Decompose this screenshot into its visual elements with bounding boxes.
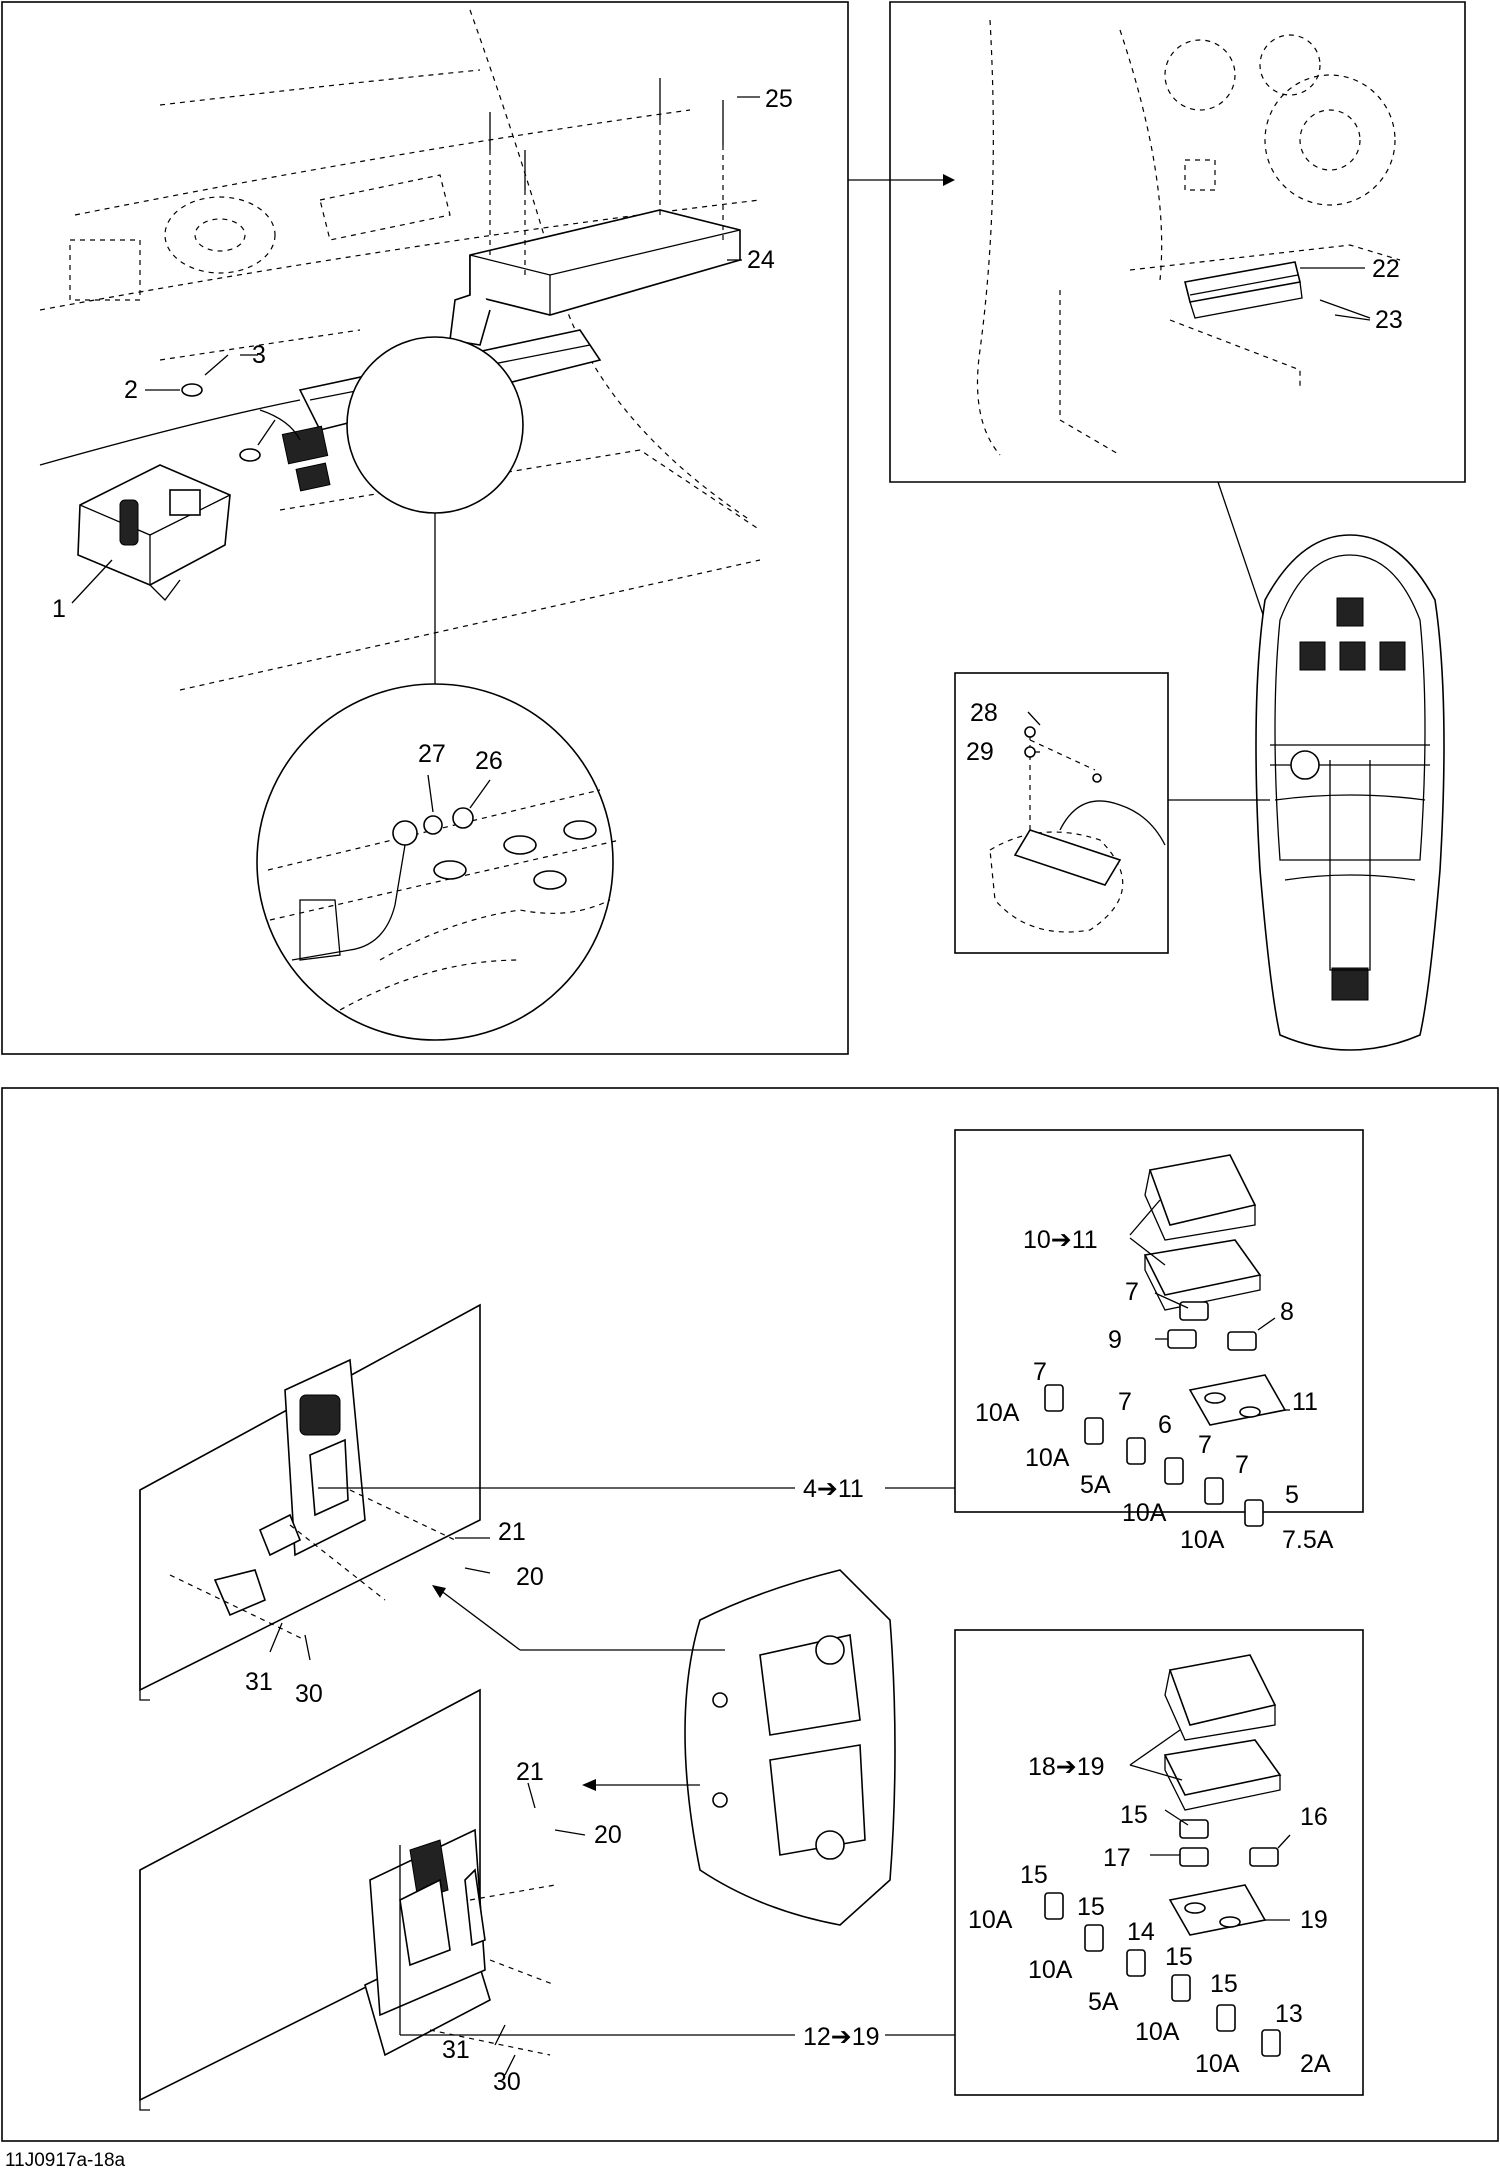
washer-2 — [181, 383, 203, 397]
callout-7d: 7 — [1198, 1431, 1212, 1459]
boat-top-view — [1168, 534, 1445, 1051]
callout-9: 9 — [1108, 1326, 1122, 1354]
callout-10a-6: 10A — [1028, 1956, 1073, 1984]
callout-10a-7: 10A — [1135, 2018, 1180, 2046]
callout-22: 22 — [1372, 255, 1400, 283]
callout-17: 17 — [1103, 1844, 1131, 1872]
callout-5a-2: 5A — [1088, 1988, 1119, 2016]
callout-10a-1: 10A — [975, 1399, 1020, 1427]
callout-8: 8 — [1280, 1298, 1294, 1326]
callout-15d: 15 — [1165, 1943, 1193, 1971]
reference-code: 11J0917a-18a — [5, 2150, 126, 2171]
panel-dashboard-fuse-box — [1, 1, 849, 1055]
lower-fuse-holder — [364, 1828, 556, 2057]
callout-7a: 7 — [1125, 1278, 1139, 1306]
callout-25: 25 — [765, 85, 793, 113]
callout-10-to-11: 10➔11 — [1023, 1226, 1098, 1254]
inset-ground-terminal — [954, 672, 1169, 954]
callout-11: 11 — [1292, 1388, 1318, 1416]
panel-helm-location — [848, 1, 1466, 651]
callout-18-to-19: 18➔19 — [1028, 1753, 1105, 1781]
callout-10a-3: 10A — [1122, 1499, 1167, 1527]
callout-15b: 15 — [1020, 1861, 1048, 1889]
callout-2: 2 — [124, 376, 138, 404]
detail-magnifier-small — [346, 336, 524, 514]
callout-15a: 15 — [1120, 1801, 1148, 1829]
callout-30-lower: 30 — [493, 2068, 521, 2096]
fuse-box-cover — [449, 209, 741, 346]
callout-20-upper: 20 — [516, 1563, 544, 1591]
callout-26: 26 — [475, 747, 503, 775]
inset-fuses-upper — [954, 1129, 1364, 1527]
callout-31-lower: 31 — [442, 2036, 470, 2064]
callout-7c: 7 — [1118, 1388, 1132, 1416]
callout-15e: 15 — [1210, 1970, 1238, 1998]
callout-7e: 7 — [1235, 1451, 1249, 1479]
callout-13: 13 — [1275, 2000, 1303, 2028]
callout-29: 29 — [966, 738, 994, 766]
panel-fuse-holders — [1, 1087, 1499, 2142]
callout-21-upper: 21 — [498, 1518, 526, 1546]
callout-23: 23 — [1375, 306, 1403, 334]
callout-3: 3 — [252, 341, 266, 369]
console-view — [684, 1569, 896, 1926]
callout-30-upper: 30 — [295, 1680, 323, 1708]
callout-15c: 15 — [1077, 1893, 1105, 1921]
detail-magnifier-large — [256, 683, 614, 1041]
electronic-module — [77, 464, 231, 601]
callout-24: 24 — [747, 246, 775, 274]
callout-1: 1 — [52, 595, 66, 623]
upper-fuse-holder — [169, 1358, 456, 1641]
callout-labels: 1 2 3 24 25 27 26 22 23 28 29 4➔11 10➔11… — [5, 85, 1403, 2171]
callout-5: 5 — [1285, 1481, 1299, 1509]
inset-fuses-lower — [954, 1629, 1364, 2096]
callout-12-to-19: 12➔19 — [803, 2023, 880, 2051]
callout-31-upper: 31 — [245, 1668, 273, 1696]
callout-20-lower: 20 — [594, 1821, 622, 1849]
cover-screws — [489, 78, 724, 280]
callout-16: 16 — [1300, 1803, 1328, 1831]
callout-10a-4: 10A — [1180, 1526, 1225, 1554]
callout-2a: 2A — [1300, 2050, 1331, 2078]
callout-10a-5: 10A — [968, 1906, 1013, 1934]
callout-7b: 7 — [1033, 1358, 1047, 1386]
callout-10a-8: 10A — [1195, 2050, 1240, 2078]
callout-5a: 5A — [1080, 1471, 1111, 1499]
callout-4-to-11: 4➔11 — [803, 1475, 864, 1503]
callout-28: 28 — [970, 699, 998, 727]
callout-10a-2: 10A — [1025, 1444, 1070, 1472]
callout-6: 6 — [1158, 1411, 1172, 1439]
callout-19: 19 — [1300, 1906, 1328, 1934]
callout-21-lower: 21 — [516, 1758, 544, 1786]
callout-7-5a: 7.5A — [1282, 1526, 1334, 1554]
callout-27: 27 — [418, 740, 446, 768]
callout-14: 14 — [1127, 1918, 1155, 1946]
